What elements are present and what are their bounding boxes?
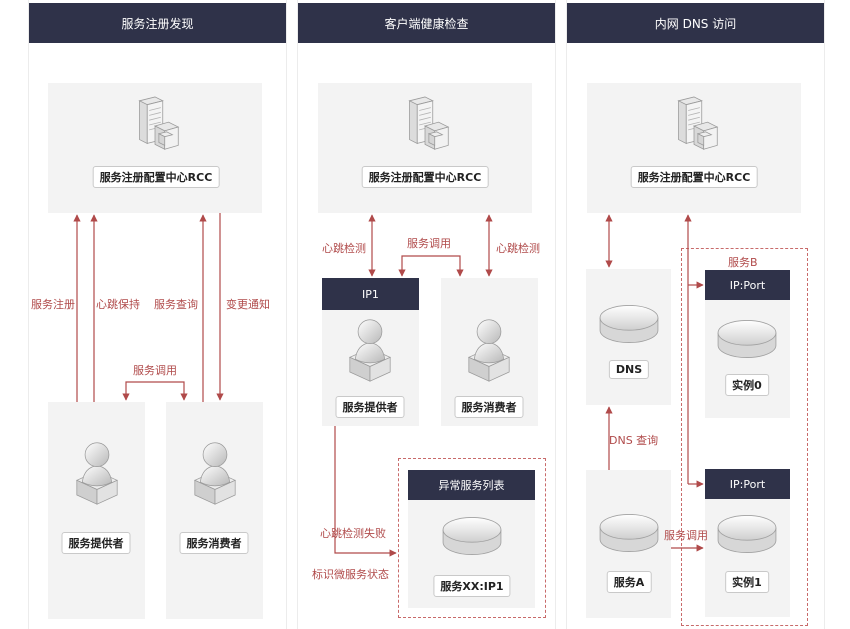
arrow-label-invoke: 服务调用 (407, 237, 451, 250)
consumer-box (166, 402, 263, 619)
instance1-header: IP:Port (705, 469, 790, 499)
dns-label: DNS (608, 360, 650, 379)
arrow-label-mark-status: 标识微服务状态 (312, 568, 389, 581)
panel-title: 内网 DNS 访问 (567, 3, 824, 43)
arrow-label-invoke: 服务调用 (133, 364, 177, 377)
arrow-label-dns-query: DNS 查询 (609, 434, 659, 447)
service-b-group (681, 248, 808, 626)
instance0-label: 实例0 (725, 374, 769, 396)
consumer-label: 服务消费者 (454, 396, 524, 418)
instance1-label: 实例1 (725, 571, 769, 593)
provider-box (48, 402, 145, 619)
abnormal-list-group (398, 458, 546, 618)
registry-center-label: 服务注册配置中心RCC (92, 166, 220, 188)
arrow-label-query: 服务查询 (154, 298, 198, 311)
arrow-label-invoke: 服务调用 (664, 529, 708, 542)
abnormal-service-label: 服务XX:IP1 (433, 575, 511, 597)
arrow-label-heartbeat-fail: 心跳检测失败 (320, 527, 386, 540)
provider-ip-header: IP1 (322, 278, 419, 310)
panel-title: 客户端健康检查 (298, 3, 555, 43)
registry-center-label: 服务注册配置中心RCC (361, 166, 489, 188)
arrow-label-heartbeat-right: 心跳检测 (496, 242, 540, 255)
registry-center-label: 服务注册配置中心RCC (630, 166, 758, 188)
provider-label: 服务提供者 (335, 396, 405, 418)
service-b-group-label: 服务B (728, 256, 758, 269)
arrow-label-notify: 变更通知 (226, 298, 270, 311)
consumer-label: 服务消费者 (179, 532, 249, 554)
service-a-label: 服务A (606, 571, 652, 593)
arrow-label-register: 服务注册 (31, 298, 75, 311)
arrow-invoke (398, 255, 464, 277)
arrow-invoke (122, 381, 188, 401)
abnormal-list-header: 异常服务列表 (408, 470, 535, 500)
arrow-label-heartbeat: 心跳保持 (96, 298, 140, 311)
arrow-heartbeat-fail (334, 426, 397, 557)
panel-title: 服务注册发现 (29, 3, 286, 43)
provider-label: 服务提供者 (61, 532, 131, 554)
arrow-label-heartbeat-left: 心跳检测 (322, 242, 366, 255)
instance0-header: IP:Port (705, 270, 790, 300)
